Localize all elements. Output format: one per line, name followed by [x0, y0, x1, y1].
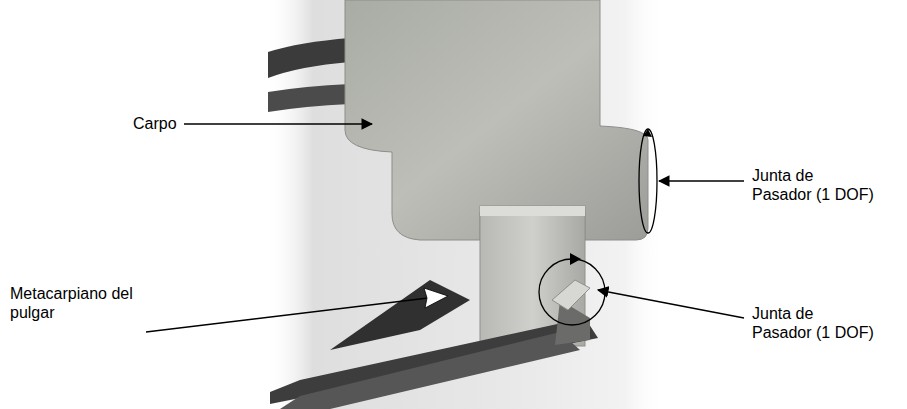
- photo-background: [265, 0, 665, 409]
- part-label: Junta de Pasador (1 DOF): [752, 166, 876, 204]
- carpal-piece: [345, 0, 648, 240]
- leader-line: [598, 290, 744, 318]
- leader-line: [184, 123, 372, 124]
- part-label: Metacarpiano del pulgar: [10, 284, 140, 322]
- white-arrowhead: [424, 288, 448, 308]
- leader-line: [146, 298, 428, 332]
- metacarpal-rod: [330, 280, 470, 350]
- pin: [552, 280, 590, 310]
- metacarpal-rod: [270, 318, 598, 404]
- handle: [268, 84, 350, 112]
- rotation-ellipse: [639, 129, 657, 233]
- block-top-face: [480, 206, 585, 216]
- leader-line: [659, 180, 744, 181]
- rotation-arrowhead: [570, 253, 581, 265]
- part-label: Carpo: [133, 114, 177, 133]
- handle: [268, 38, 350, 78]
- rotation-circle: [539, 259, 605, 325]
- part-label: Junta de Pasador (1 DOF): [752, 304, 876, 342]
- metacarpal-rod: [280, 332, 580, 409]
- rotation-arrowhead: [643, 129, 652, 137]
